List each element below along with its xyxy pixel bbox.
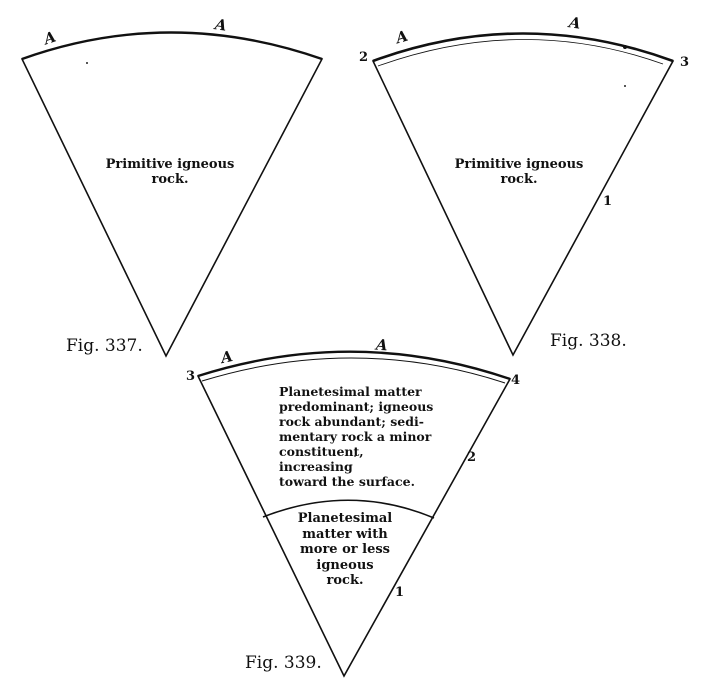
fig339-outer-line: predominant; igneous (279, 399, 434, 414)
fig338-atmosphere-label-right: A (567, 13, 582, 33)
fig339-inner-line: rock. (326, 573, 364, 588)
fig338-rock-line2: rock. (500, 172, 538, 187)
fig337-atmosphere-label-right: A (213, 15, 228, 35)
fig338-caption: Fig. 338. (550, 331, 627, 351)
fig338-outline (371, 32, 675, 357)
fig339-zone-boundary (262, 499, 435, 519)
fig339-inner-line: Planetesimal (297, 511, 393, 526)
fig338-side-number: 1 (603, 194, 613, 209)
fig339-speck (354, 455, 356, 457)
fig339-crust-arc (197, 350, 511, 381)
fig338-rock-label: Primitive igneous rock. (449, 157, 589, 187)
fig338-dot (623, 45, 627, 49)
fig339-boundary-number-left: 3 (186, 369, 196, 384)
fig338-sector (371, 32, 675, 357)
fig339-inner-arc (201, 357, 506, 384)
fig339-side-number-outer: 2 (467, 450, 477, 465)
fig339-boundary-number-right: 4 (511, 373, 521, 388)
fig337-rock-line1: Primitive igneous (105, 157, 235, 172)
fig339-caption: Fig. 339. (245, 653, 322, 673)
fig338-crust-arc (372, 32, 674, 63)
fig339-outer-line: toward the surface. (279, 474, 415, 489)
fig339-inner-line: igneous (316, 557, 374, 573)
fig339-outer-zone-label: Planetesimal matter predominant; igneous… (279, 384, 435, 489)
fig339-sector (196, 350, 512, 678)
fig339-inner-zone-label: Planetesimal matter with more or less ig… (290, 511, 400, 589)
fig337-sector (20, 31, 324, 358)
fig339-side-number-inner: 1 (395, 585, 405, 600)
fig337-outline (20, 31, 324, 358)
fig339-outer-line: rock abundant; sedi- (279, 414, 424, 429)
fig339-outer-line: constituent, increasing (279, 444, 364, 474)
fig338-rock-line1: Primitive igneous (454, 157, 584, 172)
fig337-rock-line2: rock. (151, 172, 189, 187)
fig339-inner-line: matter with (302, 526, 388, 542)
fig338-inner-arc (377, 39, 664, 67)
fig337-speck (86, 62, 88, 64)
fig339-inner-line: more or less (300, 542, 390, 557)
fig338-speck (624, 85, 626, 87)
fig339-atmosphere-label-right: A (375, 335, 389, 355)
fig337-crust-arc (21, 31, 323, 61)
fig339-outer-line: mentary rock a minor (279, 429, 432, 444)
fig338-boundary-number-right: 3 (680, 55, 690, 70)
fig337-caption: Fig. 337. (66, 336, 143, 356)
fig338-boundary-number-left: 2 (359, 50, 369, 65)
fig339-outer-line: Planetesimal matter (279, 384, 422, 399)
fig337-rock-label: Primitive igneous rock. (100, 157, 240, 187)
